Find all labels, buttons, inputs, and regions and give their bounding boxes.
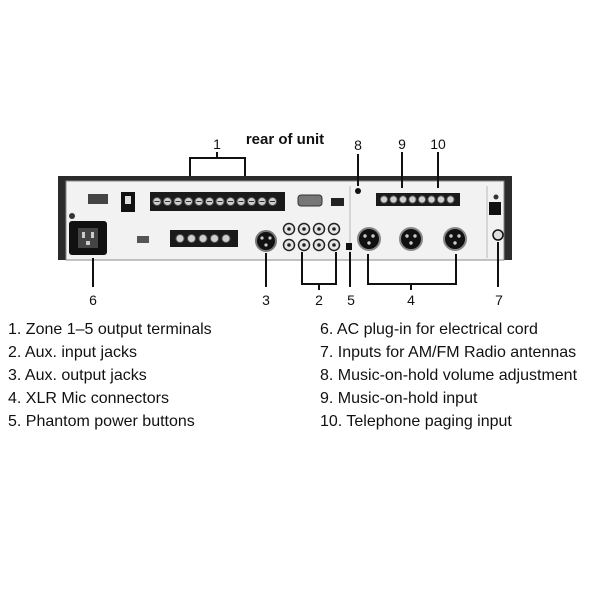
terminal-screw	[427, 195, 436, 204]
callout-8: 8	[354, 137, 362, 153]
dip-switches	[331, 198, 344, 206]
aux-input-jacks	[282, 222, 341, 252]
terminal-screw	[398, 195, 408, 204]
xlr-mic-connectors	[357, 227, 467, 251]
zone-terminals	[152, 197, 277, 206]
callout-1: 1	[213, 136, 221, 152]
xlr-pin	[363, 234, 367, 238]
rca-center	[317, 227, 321, 231]
xlr-pin	[405, 234, 409, 238]
legend-left: 1. Zone 1–5 output terminals 2. Aux. inp…	[8, 318, 212, 433]
phantom-power-button	[346, 243, 352, 250]
legend-item: 9. Music-on-hold input	[320, 390, 478, 407]
terminal-screw	[379, 195, 389, 204]
db-connector	[297, 194, 323, 207]
legend-item: 2. Aux. input jacks	[8, 344, 137, 361]
callout-lines	[92, 152, 499, 290]
legend-item: 10. Telephone paging input	[320, 413, 512, 430]
terminal-screw	[446, 195, 455, 204]
screw	[493, 194, 499, 200]
xlr-pin	[367, 241, 371, 245]
xlr-pin	[457, 234, 461, 238]
terminal-screw	[417, 195, 427, 204]
antenna-terminal	[489, 202, 501, 215]
callout-3: 3	[262, 292, 270, 308]
callout-4: 4	[407, 292, 415, 308]
legend-right: 6. AC plug-in for electrical cord 7. Inp…	[320, 318, 577, 433]
xlr-connector	[443, 227, 467, 251]
terminal-screw	[187, 234, 196, 243]
rca-center	[287, 227, 291, 231]
ac-pin	[86, 241, 90, 245]
legend-item: 1. Zone 1–5 output terminals	[8, 321, 212, 338]
rca-center	[332, 227, 336, 231]
xlr-pin	[268, 236, 272, 240]
xlr-pin	[453, 241, 457, 245]
callout-10: 10	[430, 136, 446, 152]
xlr-pin	[409, 241, 413, 245]
terminal-screw	[389, 195, 398, 204]
rca-center	[332, 243, 336, 247]
rca-center	[302, 243, 306, 247]
rca-center	[287, 243, 291, 247]
terminal-screw	[210, 234, 219, 243]
selector	[137, 236, 149, 243]
ac-pin	[82, 232, 85, 238]
xlr-pin	[260, 236, 264, 240]
fuse-label	[88, 194, 108, 204]
aux-output-xlr	[255, 230, 277, 252]
rca-center	[317, 243, 321, 247]
terminal-screw	[175, 234, 185, 243]
legend-item: 5. Phantom power buttons	[8, 413, 195, 430]
power-switch-rocker	[125, 196, 131, 204]
moh-volume-knob	[355, 188, 361, 194]
legend-item: 3. Aux. output jacks	[8, 367, 147, 384]
xlr-pin	[371, 234, 375, 238]
terminal-screw	[221, 234, 231, 243]
screw	[69, 213, 75, 219]
terminal-screw	[198, 234, 208, 243]
xlr-pin	[264, 243, 268, 247]
xlr-connector	[399, 227, 423, 251]
callout-6: 6	[89, 292, 97, 308]
ac-pin	[91, 232, 94, 238]
terminal-screw	[436, 195, 446, 204]
diagram-title: rear of unit	[246, 131, 324, 148]
legend-item: 6. AC plug-in for electrical cord	[320, 321, 538, 338]
antenna-input	[492, 229, 504, 241]
callout-5: 5	[347, 292, 355, 308]
xlr-pin	[449, 234, 453, 238]
legend-item: 4. XLR Mic connectors	[8, 390, 169, 407]
rear-panel-diagram: rear of unit	[58, 131, 512, 308]
callout-9: 9	[398, 136, 406, 152]
callout-7: 7	[495, 292, 503, 308]
lower-terminals	[175, 234, 231, 243]
callout-2: 2	[315, 292, 323, 308]
terminal-screw	[408, 195, 417, 204]
rca-center	[302, 227, 306, 231]
xlr-connector	[357, 227, 381, 251]
legend-item: 8. Music-on-hold volume adjustment	[320, 367, 578, 384]
legend-item: 7. Inputs for AM/FM Radio antennas	[320, 344, 577, 361]
moh-terminals	[379, 195, 455, 204]
xlr-pin	[413, 234, 417, 238]
